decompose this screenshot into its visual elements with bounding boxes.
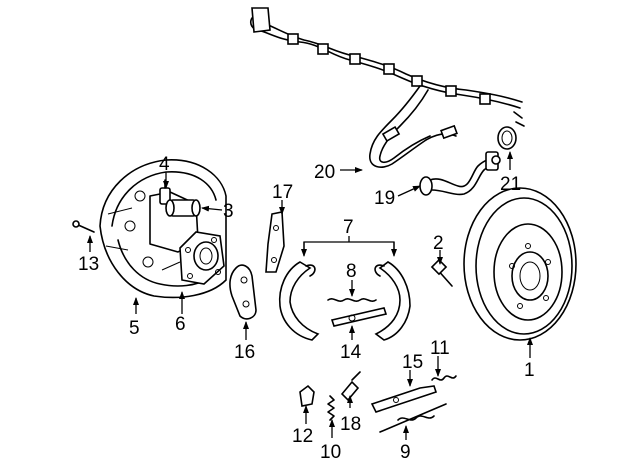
hold-down-spring <box>327 395 335 421</box>
parking-brake-lever <box>370 385 438 413</box>
callout-3: 3 <box>223 201 234 222</box>
leader-lines <box>87 151 533 440</box>
callout-1: 1 <box>524 360 535 381</box>
callout-14: 14 <box>340 342 362 363</box>
callout-15: 15 <box>402 352 423 373</box>
brake-hose <box>419 151 501 196</box>
callout-11: 11 <box>430 338 450 359</box>
return-spring <box>327 298 377 302</box>
callout-12: 12 <box>292 426 313 447</box>
adjuster-strut <box>330 307 388 327</box>
callout-labels: 1 2 3 4 5 6 7 8 9 10 11 12 13 14 15 16 1… <box>78 154 535 463</box>
axle-flange <box>179 231 225 285</box>
callout-8: 8 <box>346 261 357 282</box>
callout-7: 7 <box>343 217 354 238</box>
grommet <box>497 111 525 150</box>
bracket-7 <box>301 236 397 257</box>
callout-9: 9 <box>400 442 411 463</box>
adjuster-lever <box>379 403 447 433</box>
callout-19: 19 <box>374 188 395 209</box>
shoe-plate <box>265 211 285 273</box>
brake-shoes <box>278 261 411 341</box>
mounting-bolt <box>72 220 95 233</box>
callout-20: 20 <box>314 162 335 183</box>
callout-13: 13 <box>78 254 99 275</box>
hold-down-cap <box>299 384 315 407</box>
callout-6: 6 <box>175 314 186 335</box>
callout-5: 5 <box>129 318 140 339</box>
callout-10: 10 <box>320 442 341 463</box>
callout-17: 17 <box>272 182 293 203</box>
callout-4: 4 <box>159 154 170 175</box>
retainer-clip <box>340 371 361 402</box>
callout-16: 16 <box>234 342 255 363</box>
wheel-stud <box>430 258 453 287</box>
abs-wire-harness <box>250 7 523 168</box>
adjuster-spring <box>431 375 457 381</box>
brake-drum <box>463 187 577 341</box>
parking-lever-plate <box>229 264 257 320</box>
wheel-cylinder <box>165 199 201 217</box>
callout-21: 21 <box>500 174 521 195</box>
callout-2: 2 <box>433 233 444 254</box>
callout-18: 18 <box>340 414 361 435</box>
